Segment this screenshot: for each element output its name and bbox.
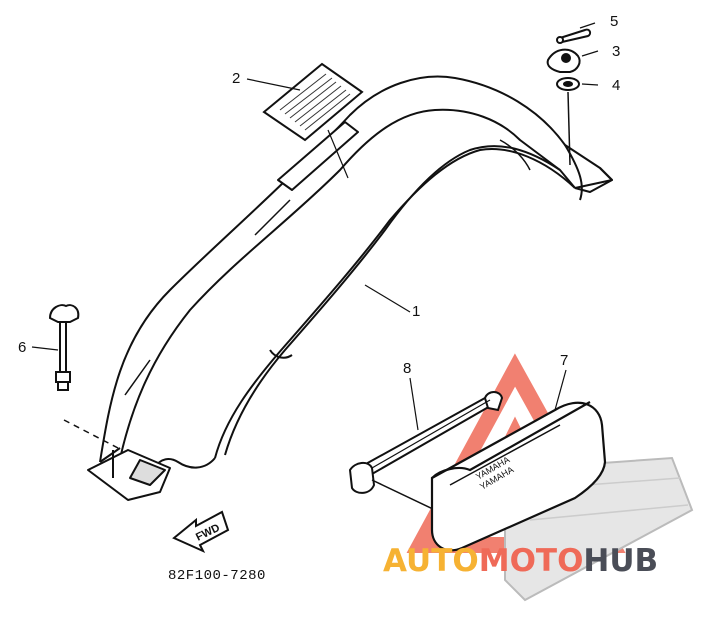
leader-lines [31,22,599,431]
callout-6: 6 [18,339,27,356]
cotter-pin [556,28,592,44]
bolt [48,304,80,391]
washer [556,77,580,91]
callout-2: 2 [232,70,241,87]
callout-1: 1 [412,303,421,320]
rear-fender [87,75,613,501]
callout-4: 4 [612,77,621,94]
strap-leader-line [371,479,436,511]
part-number: 82F100-7280 [168,568,266,584]
caution-label [262,62,364,142]
callout-8: 8 [403,360,412,377]
wing-nut [546,48,581,73]
bolt-axis-line [567,91,571,166]
watermark-text: AUTOMOTOHUB [383,546,658,577]
callout-5: 5 [610,13,619,30]
callout-7: 7 [560,352,569,369]
watermark-hub: HUB [583,543,659,579]
tool-bag: YAMAHA YAMAHA [430,401,607,552]
bolt-dashed-line [63,419,119,449]
watermark-moto: MOTO [478,543,584,579]
callout-3: 3 [612,43,621,60]
tool-bag-strap [348,391,504,494]
watermark-auto: AUTO [383,543,479,579]
fwd-arrow-icon: FWD [172,510,230,554]
